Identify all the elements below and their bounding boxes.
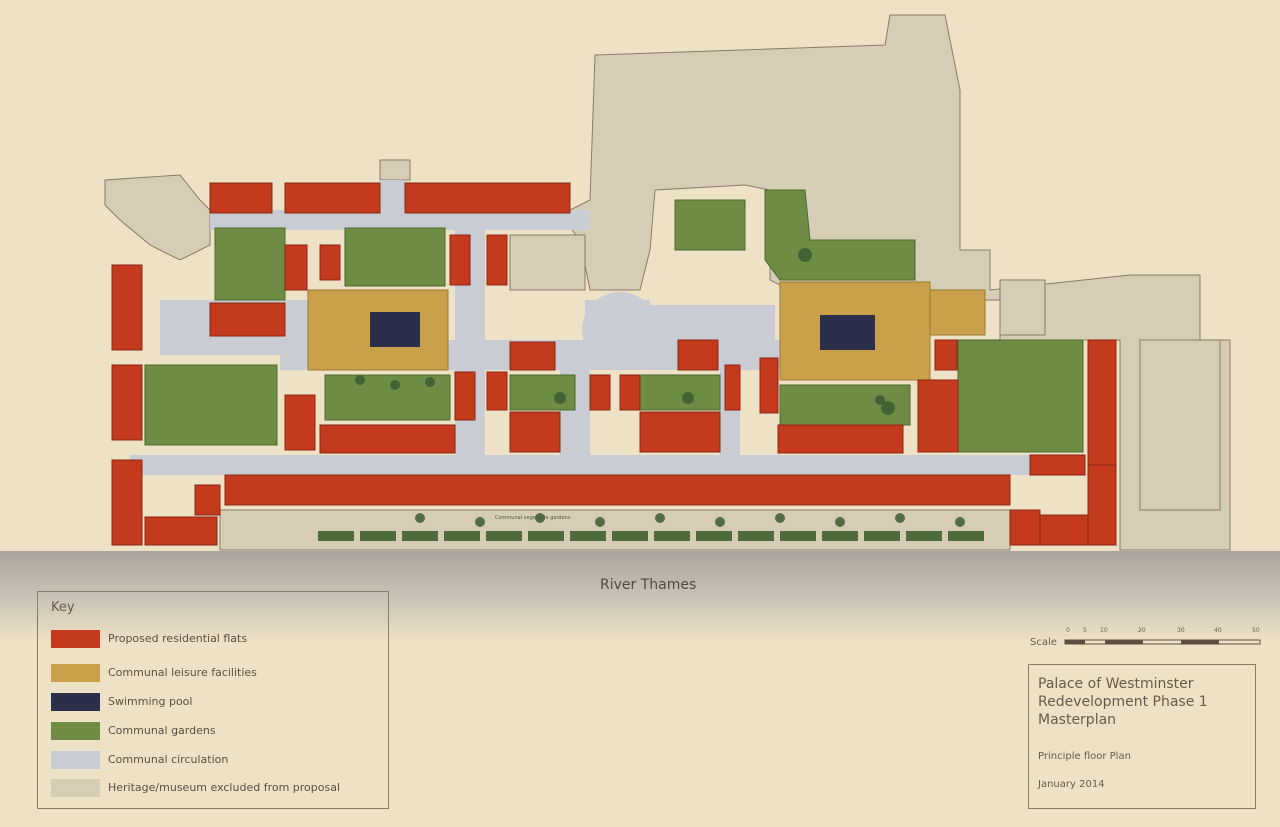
- swimming-pools: [370, 312, 875, 350]
- legend-item: Communal circulation: [51, 751, 381, 771]
- plan-subtitle: Principle floor Plan: [1038, 751, 1131, 762]
- swatch-circulation: [51, 751, 100, 769]
- legend-item: Communal leisure facilities: [51, 664, 381, 684]
- scale-tick: 40: [1214, 627, 1222, 634]
- swatch-gardens: [51, 722, 100, 740]
- vegetable-gardens-label: Communal vegetable gardens: [495, 515, 571, 521]
- legend-label: Proposed residential flats: [108, 632, 248, 645]
- scale-tick: 0: [1066, 627, 1070, 634]
- scale-tick: 5: [1083, 627, 1087, 634]
- legend-title: Key: [51, 600, 75, 615]
- plan-title: Palace of Westminster Redevelopment Phas…: [1038, 676, 1208, 728]
- plan-date: January 2014: [1038, 779, 1105, 790]
- legend-label: Communal gardens: [108, 724, 216, 737]
- legend-label: Communal leisure facilities: [108, 666, 257, 679]
- river-label: River Thames: [600, 577, 697, 593]
- swatch-residential: [51, 630, 100, 648]
- residential-flats: [111, 182, 1117, 546]
- legend-item: Communal gardens: [51, 722, 381, 742]
- scale-tick: 10: [1100, 627, 1108, 634]
- legend-item: Swimming pool: [51, 693, 381, 713]
- legend-label: Heritage/museum excluded from proposal: [108, 781, 341, 794]
- scale-label: Scale: [1030, 637, 1057, 648]
- scale-tick: 20: [1138, 627, 1146, 634]
- legend-label: Communal circulation: [108, 753, 229, 766]
- scale-tick: 50: [1252, 627, 1260, 634]
- legend-item: Proposed residential flats: [51, 630, 381, 650]
- title-block: Palace of Westminster Redevelopment Phas…: [1028, 664, 1256, 809]
- vegetable-garden-beds: [318, 531, 984, 541]
- legend-key: Key Proposed residential flats Communal …: [37, 591, 389, 809]
- swatch-heritage: [51, 779, 100, 797]
- swatch-pool: [51, 693, 100, 711]
- scale-bar: [1064, 639, 1261, 645]
- legend-label: Swimming pool: [108, 695, 193, 708]
- swatch-leisure: [51, 664, 100, 682]
- scale-tick: 30: [1177, 627, 1185, 634]
- trees: [355, 248, 965, 527]
- legend-item: Heritage/museum excluded from proposal: [51, 779, 381, 799]
- river-thames: [0, 551, 1280, 641]
